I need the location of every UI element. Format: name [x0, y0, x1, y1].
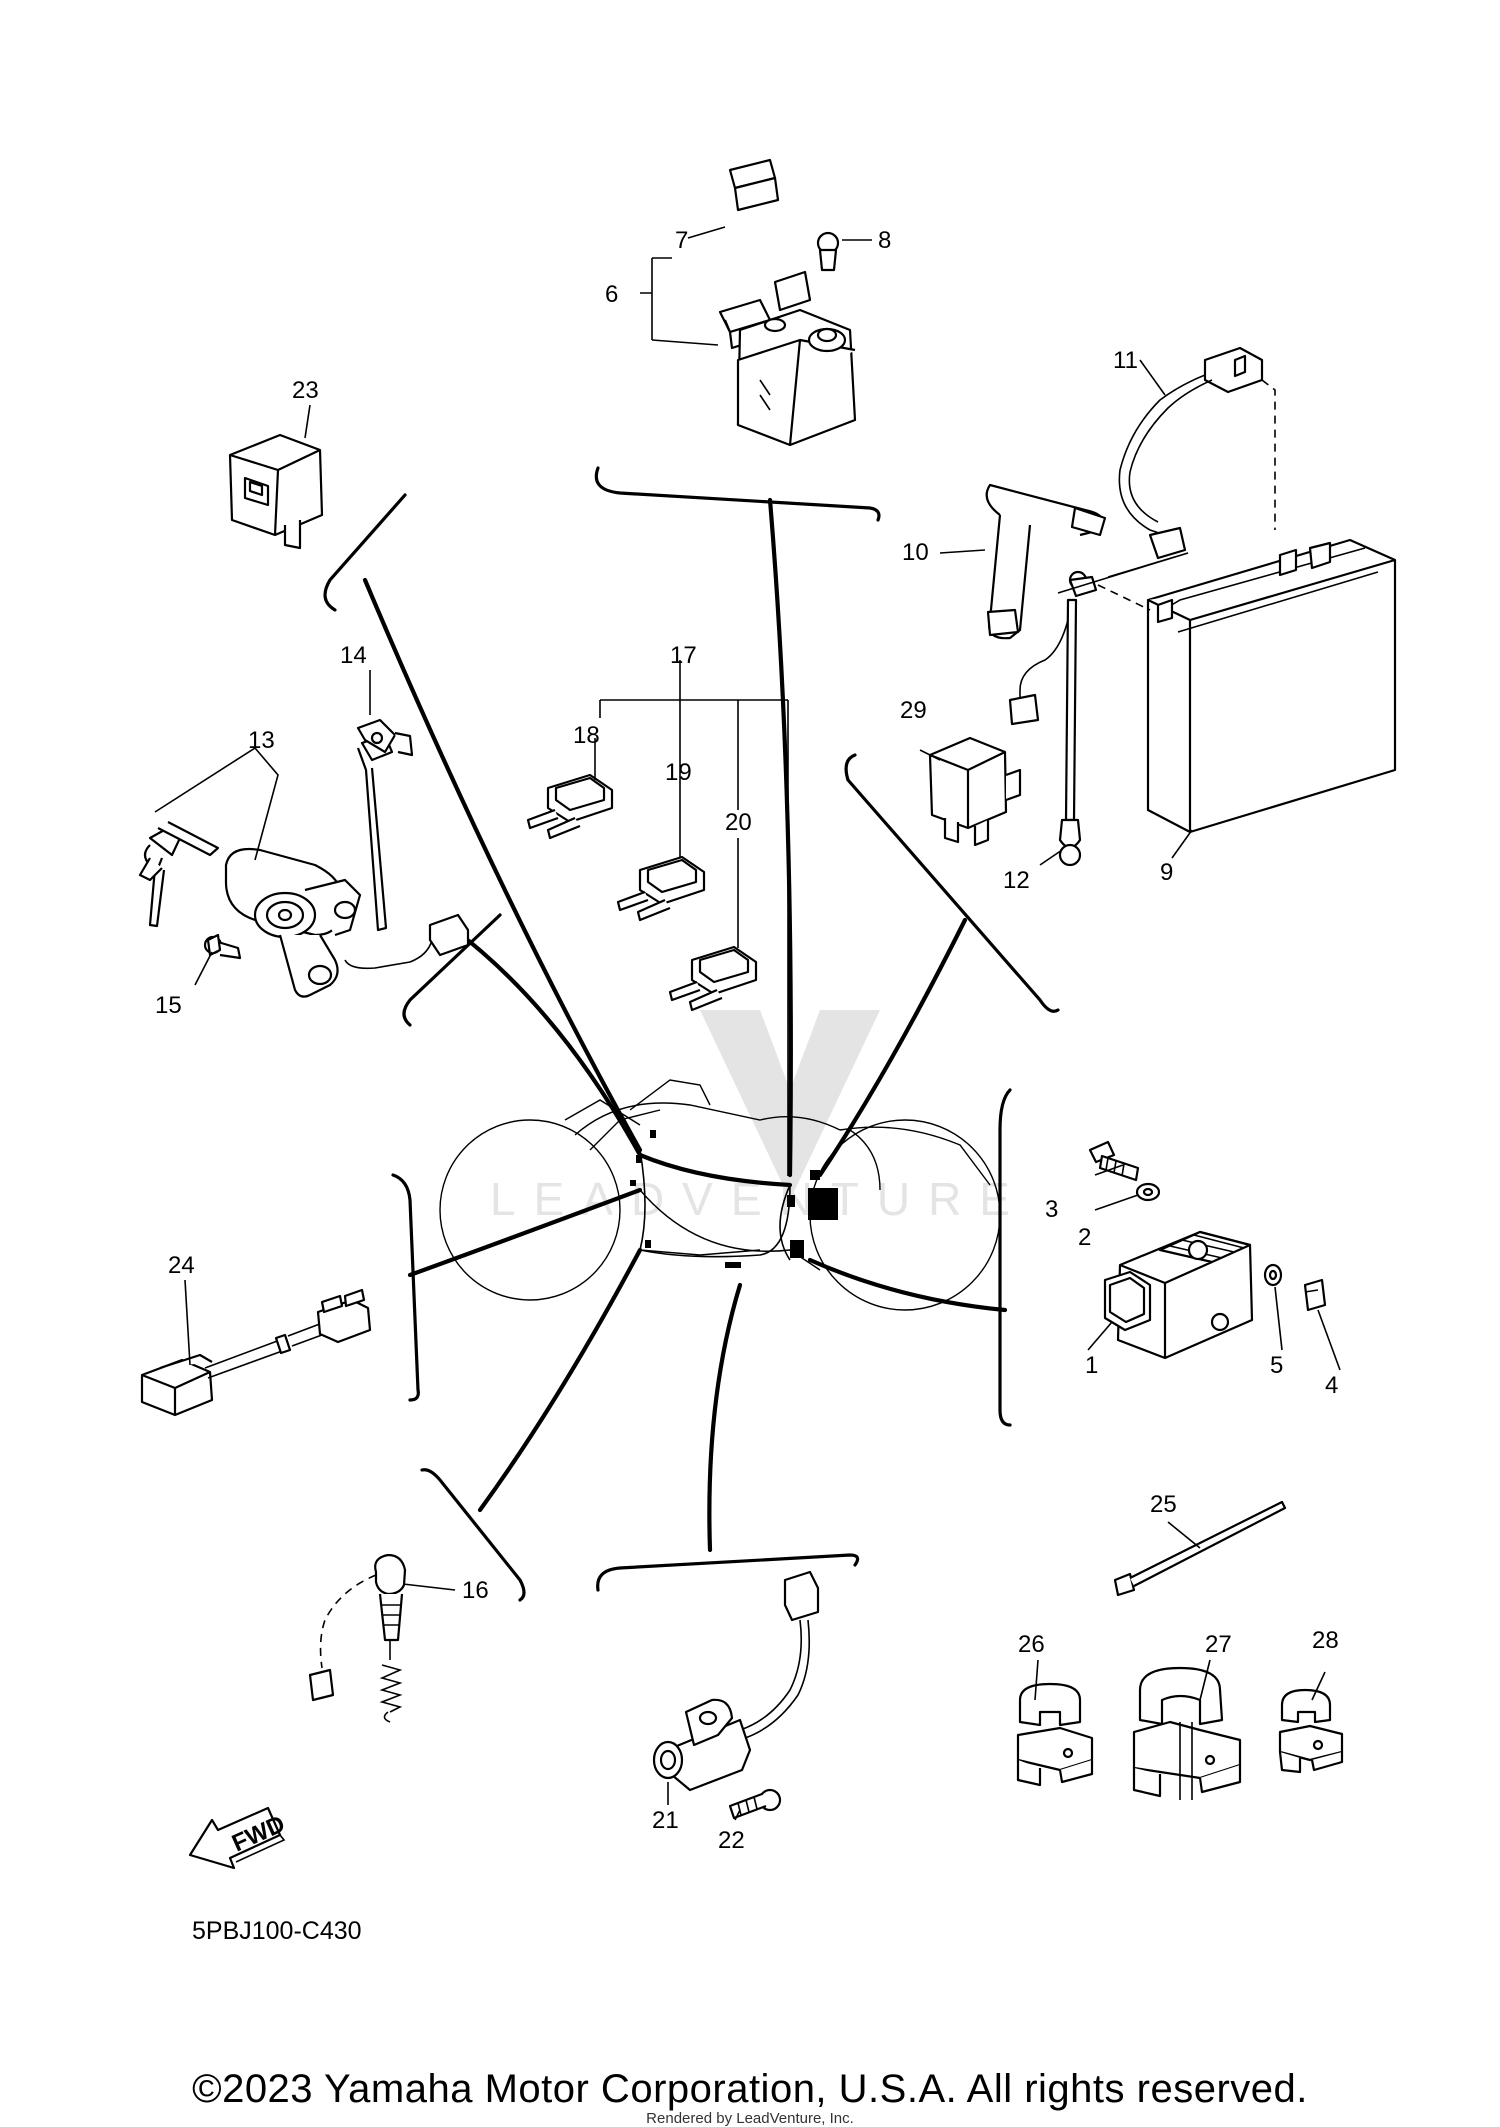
- part-label-5: 5: [1270, 1352, 1283, 1379]
- battery-band-10: [985, 483, 1107, 640]
- battery-cable-11: [1118, 346, 1276, 560]
- relay-23: [228, 433, 324, 550]
- part-label-27: 27: [1205, 1631, 1232, 1658]
- relay-29: [928, 736, 1022, 847]
- minus-lead-12: [1008, 570, 1151, 867]
- part-label-23: 23: [292, 377, 319, 404]
- fuse-18: [526, 773, 614, 840]
- clamp-26: [1016, 1682, 1094, 1787]
- part-label-6: 6: [605, 281, 618, 308]
- leader-lines: [154, 226, 1341, 1821]
- part-label-29: 29: [900, 697, 927, 724]
- part-label-7: 7: [675, 227, 688, 254]
- clamp-28: [1278, 1688, 1344, 1774]
- bolt-22: [728, 1788, 782, 1820]
- clamp-27: [1132, 1666, 1242, 1800]
- switch-16: [308, 1553, 407, 1723]
- part-label-28: 28: [1312, 1627, 1339, 1654]
- rendered-by-credit: Rendered by LeadVenture, Inc.: [646, 2110, 854, 2127]
- group-brackets: [323, 466, 1060, 1602]
- part-label-24: 24: [168, 1252, 195, 1279]
- sensor-21: [652, 1570, 820, 1792]
- harness-connectors: [630, 1130, 838, 1268]
- sensor-24: [140, 1288, 372, 1417]
- part-label-26: 26: [1018, 1631, 1045, 1658]
- part-label-18: 18: [573, 722, 600, 749]
- part-label-21: 21: [652, 1807, 679, 1834]
- fwd-arrow-icon: FWD: [188, 1806, 289, 1870]
- part-label-15: 15: [155, 992, 182, 1019]
- main-switch-assembly: [138, 718, 470, 998]
- part-label-20: 20: [725, 809, 752, 836]
- part-label-3: 3: [1045, 1196, 1058, 1223]
- part-number-labels: 1 2 3 4 5 6 7 8 9 10 11 12 13 14 15 16 1…: [155, 227, 1339, 1854]
- part-label-14: 14: [340, 642, 367, 669]
- part-label-4: 4: [1325, 1372, 1338, 1399]
- part-label-8: 8: [878, 227, 891, 254]
- part-label-2: 2: [1078, 1224, 1091, 1251]
- rectifier-regulator-assembly: [1088, 1140, 1327, 1360]
- part-label-17: 17: [670, 642, 697, 669]
- part-label-16: 16: [462, 1577, 489, 1604]
- part-label-9: 9: [1160, 859, 1173, 886]
- part-label-19: 19: [665, 759, 692, 786]
- part-label-22: 22: [718, 1827, 745, 1854]
- fuse-20: [668, 945, 758, 1012]
- part-label-12: 12: [1003, 867, 1030, 894]
- part-label-13: 13: [248, 727, 275, 754]
- starter-relay-assembly: [718, 158, 857, 447]
- fuse-19: [616, 855, 706, 922]
- drawing-code: 5PBJ100-C430: [192, 1917, 362, 1945]
- part-label-10: 10: [902, 539, 929, 566]
- part-label-25: 25: [1150, 1491, 1177, 1518]
- battery-9: [1146, 538, 1397, 834]
- part-label-11: 11: [1113, 347, 1138, 374]
- copyright-notice: ©2023 Yamaha Motor Corporation, U.S.A. A…: [192, 2067, 1308, 2111]
- cable-tie-25: [1113, 1500, 1287, 1597]
- part-label-1: 1: [1085, 1352, 1098, 1379]
